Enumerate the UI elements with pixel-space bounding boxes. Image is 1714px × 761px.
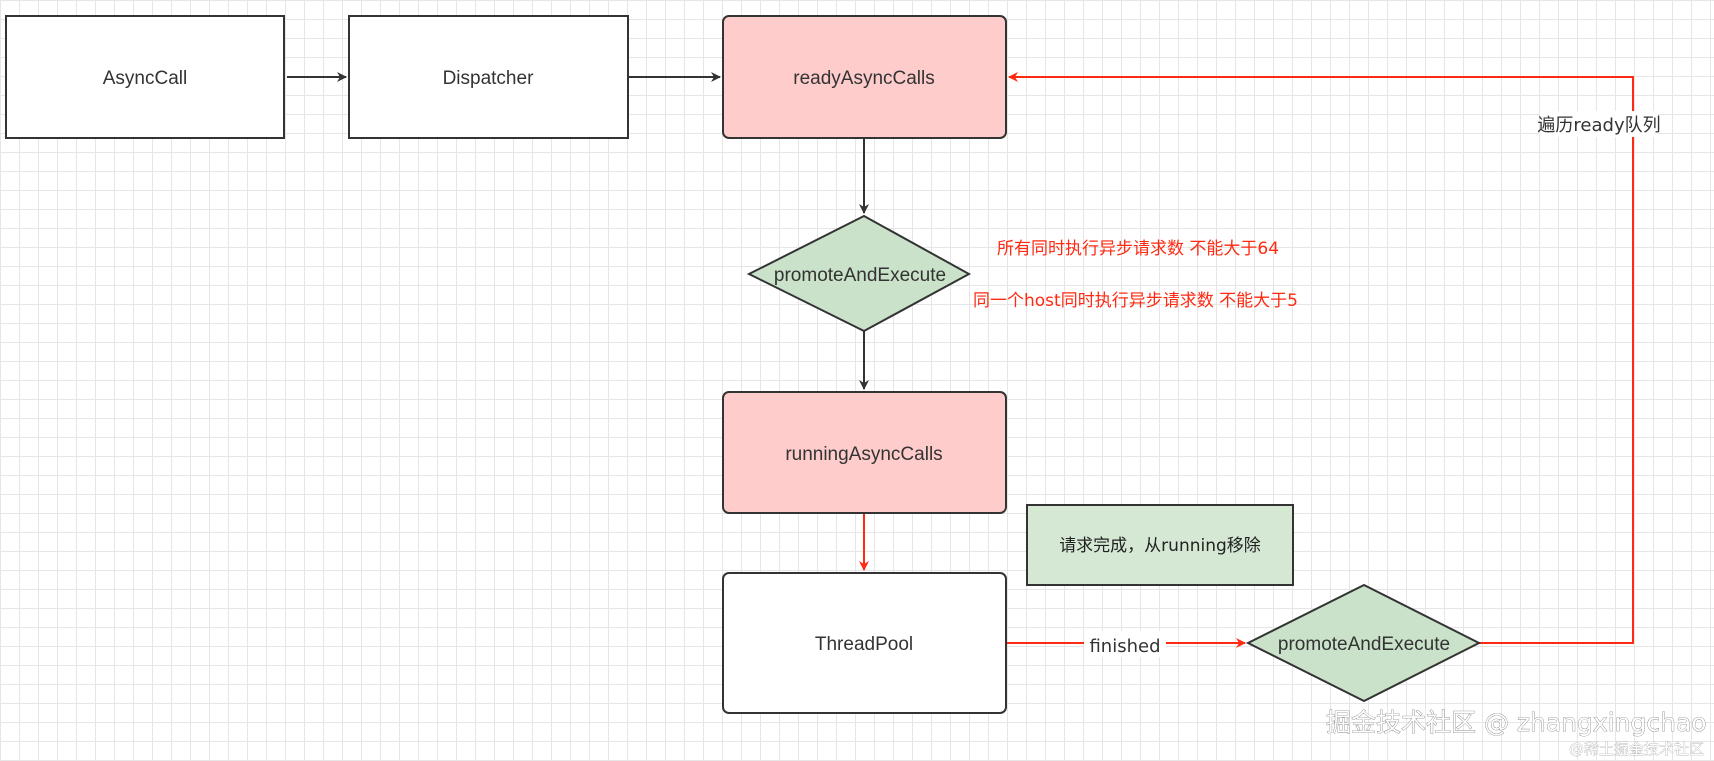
- node-thread-pool: ThreadPool: [722, 572, 1007, 714]
- edge-label-loop-ready: 遍历ready队列: [1537, 115, 1660, 136]
- node-thread-pool-label: ThreadPool: [815, 634, 913, 655]
- edge-loop-back-to-ready: [1008, 72, 1634, 644]
- node-running-async-calls-label: runningAsyncCalls: [785, 444, 942, 465]
- loop-label-background: [1540, 111, 1658, 137]
- node-asynccall-label: AsyncCall: [103, 68, 187, 89]
- watermark-sub: @稀土掘金技术社区: [1569, 740, 1704, 758]
- node-promote-and-execute-bottom: promoteAndExecute: [1245, 583, 1482, 703]
- node-dispatcher-label: Dispatcher: [443, 68, 534, 89]
- annotation-max-requests-per-host: 同一个host同时执行异步请求数 不能大于5: [973, 291, 1298, 311]
- node-promote-and-execute-top: promoteAndExecute: [746, 214, 972, 333]
- watermark-main: 掘金技术社区 @ zhangxingchao: [1326, 708, 1707, 737]
- node-asynccall: AsyncCall: [5, 15, 285, 139]
- annotation-max-requests: 所有同时执行异步请求数 不能大于64: [997, 239, 1279, 259]
- node-ready-async-calls-label: readyAsyncCalls: [793, 68, 935, 89]
- node-running-async-calls: runningAsyncCalls: [722, 391, 1007, 514]
- node-ready-async-calls: readyAsyncCalls: [722, 15, 1007, 139]
- node-promote-and-execute-bottom-label: promoteAndExecute: [1278, 634, 1450, 655]
- note-request-finished-text: 请求完成，从running移除: [1059, 536, 1261, 556]
- note-request-finished: 请求完成，从running移除: [1026, 504, 1294, 586]
- node-promote-and-execute-top-label: promoteAndExecute: [774, 265, 946, 286]
- finished-label-background: [1084, 631, 1166, 657]
- edge-label-finished: finished: [1089, 636, 1160, 657]
- node-dispatcher: Dispatcher: [348, 15, 629, 139]
